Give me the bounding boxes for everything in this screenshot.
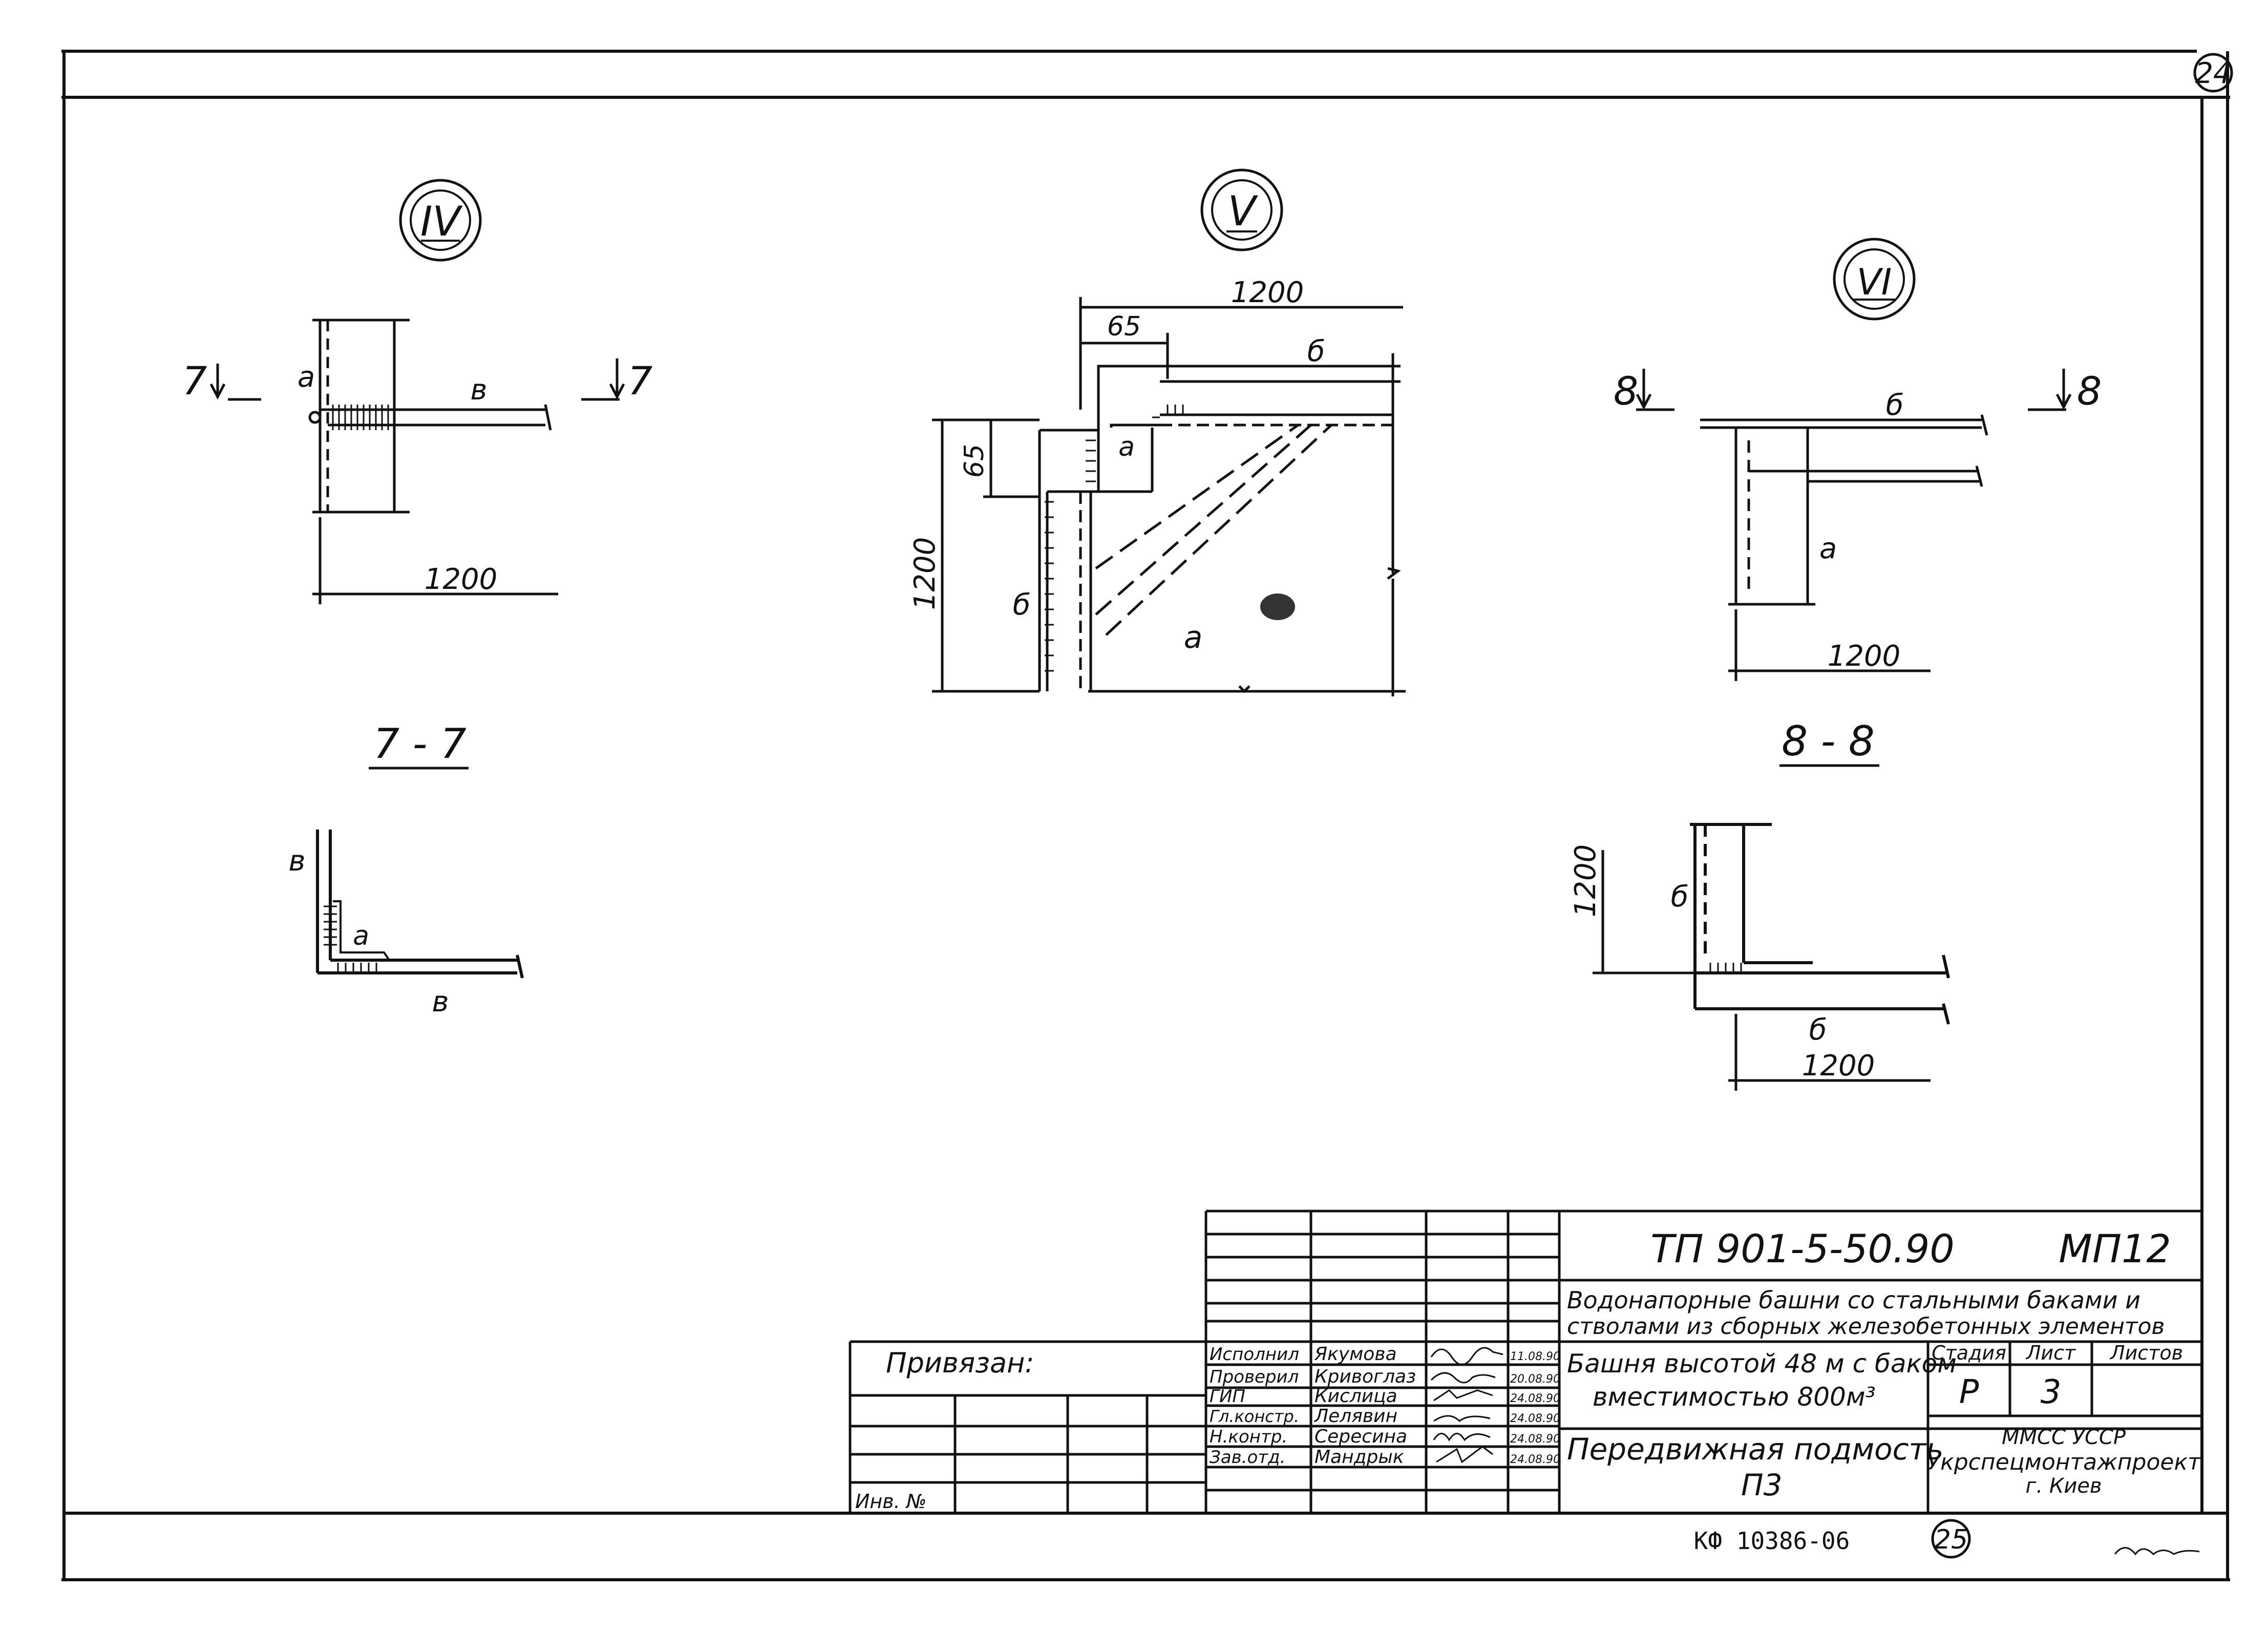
section-8-8-dim-bottom: 1200 bbox=[1802, 1049, 1875, 1083]
detail-v-dim-65-top: 65 bbox=[1107, 311, 1141, 342]
section-8-8-dim-side: 1200 bbox=[1569, 844, 1602, 918]
signature-name: Сересина bbox=[1315, 1426, 1407, 1447]
section-mark-7-right: 7 bbox=[581, 358, 652, 404]
doc-code: ТП 901-5-50.90 bbox=[1650, 1226, 1955, 1271]
detail-iv-label-a: а bbox=[298, 360, 315, 394]
signature-role: ГИП bbox=[1210, 1386, 1245, 1407]
inv-no-label: Инв. № bbox=[855, 1490, 926, 1513]
section-mark-8-right-label: 8 bbox=[2077, 368, 2102, 414]
signature-date: 24.08.90 bbox=[1510, 1412, 1560, 1425]
detail-v-dim-top: 1200 bbox=[1231, 276, 1304, 309]
section-8-8-label-b-side: б bbox=[1671, 880, 1689, 914]
detail-v-marker-label: V bbox=[1228, 187, 1259, 235]
signature-date: 24.08.90 bbox=[1510, 1453, 1560, 1466]
sheet-header: Лист bbox=[2025, 1342, 2076, 1364]
project-name-line2: стволами из сборных железобетонных элеме… bbox=[1567, 1313, 2165, 1340]
signature-row: Проверил Кривоглаз 20.08.90 bbox=[1210, 1366, 1560, 1387]
hatched-spot bbox=[1260, 593, 1295, 620]
signature-role: Проверил bbox=[1210, 1367, 1299, 1387]
drawing-title-line1: Передвижная подмость bbox=[1567, 1432, 1943, 1467]
bottom-page-badge: 25 bbox=[1931, 1519, 1971, 1559]
stage-value: Р bbox=[1959, 1373, 1979, 1411]
section-mark-7-left-label: 7 bbox=[182, 358, 207, 404]
section-mark-8-left: 8 bbox=[1614, 368, 1674, 414]
signature-name: Кислица bbox=[1315, 1386, 1397, 1407]
detail-vi-label-b: б bbox=[1886, 389, 1904, 422]
archive-code: КФ 10386-06 bbox=[1694, 1527, 1850, 1555]
signature-date: 24.08.90 bbox=[1510, 1392, 1560, 1405]
detail-vi-marker: VI bbox=[1833, 238, 1916, 321]
detail-vi-dimension: 1200 bbox=[1828, 640, 1901, 673]
detail-v: V bbox=[908, 168, 1406, 696]
detail-v-dim-65-side: 65 bbox=[959, 444, 990, 478]
org-line1: ММСС УССР bbox=[2002, 1426, 2126, 1449]
detail-vi: VI 8 8 б а bbox=[1614, 238, 2102, 681]
signature-row: ГИП Кислица 24.08.90 bbox=[1210, 1386, 1560, 1407]
signature-role: Гл.констр. bbox=[1210, 1407, 1299, 1426]
section-8-8-label-b-bottom: б bbox=[1809, 1013, 1827, 1047]
sheet-no-value: 3 bbox=[2041, 1373, 2062, 1411]
sheet-code: МП12 bbox=[2059, 1226, 2171, 1271]
sheets-header: Листов bbox=[2109, 1342, 2183, 1364]
page-number: 24 bbox=[2195, 57, 2231, 90]
drawing-title-line2: П3 bbox=[1741, 1468, 1783, 1502]
signature-date: 20.08.90 bbox=[1510, 1373, 1560, 1386]
title-block: ТП 901-5-50.90 МП12 Водонапорные башни с… bbox=[849, 1210, 2202, 1513]
detail-iv-label-v: в bbox=[470, 373, 487, 407]
section-8-8: 8 - 8 1200 б б 1200 bbox=[1569, 717, 1950, 1091]
signature-role: Н.контр. bbox=[1210, 1427, 1287, 1447]
object-line2: вместимостью 800м³ bbox=[1593, 1382, 1876, 1412]
handwritten-signatures bbox=[1430, 1347, 1503, 1464]
detail-vi-marker-label: VI bbox=[1857, 261, 1892, 303]
signature-name: Мандрык bbox=[1315, 1447, 1404, 1468]
signature-row: Н.контр. Сересина 24.08.90 bbox=[1210, 1426, 1560, 1447]
detail-v-label-a-small: а bbox=[1118, 432, 1135, 462]
signature-name: Лелявин bbox=[1313, 1406, 1397, 1427]
detail-iv-dimension: 1200 bbox=[425, 563, 498, 596]
signature-row: Гл.констр. Лелявин 24.08.90 bbox=[1210, 1406, 1560, 1427]
stage-header: Стадия bbox=[1932, 1342, 2006, 1364]
detail-iv: IV 7 bbox=[182, 179, 652, 604]
section-7-7-label-v-bottom: в bbox=[432, 985, 449, 1019]
signature-name: Якумова bbox=[1314, 1344, 1397, 1365]
detail-vi-label-a: а bbox=[1819, 532, 1837, 565]
section-mark-8-right: 8 bbox=[2028, 368, 2102, 414]
detail-iv-marker: IV bbox=[399, 179, 482, 262]
section-7-7: 7 - 7 в а в bbox=[288, 720, 524, 1019]
privyazan-label: Привязан: bbox=[886, 1347, 1034, 1379]
detail-v-label-b-top: б bbox=[1307, 335, 1325, 368]
org-line2: Укрспецмонтажпроект bbox=[1926, 1449, 2201, 1475]
detail-v-label-a-field: а bbox=[1184, 620, 1203, 655]
detail-v-label-b-side: б bbox=[1013, 588, 1031, 622]
signature-row: Зав.отд. Мандрык 24.08.90 bbox=[1210, 1447, 1560, 1468]
signature-role: Исполнил bbox=[1210, 1344, 1299, 1365]
signature-name: Кривоглаз bbox=[1315, 1366, 1416, 1387]
section-7-7-label-a: а bbox=[353, 921, 369, 951]
section-mark-7-left: 7 bbox=[182, 358, 261, 404]
bottom-page-number: 25 bbox=[1934, 1524, 1968, 1555]
project-name-line1: Водонапорные башни со стальными баками и bbox=[1567, 1286, 2140, 1314]
detail-v-dim-side: 1200 bbox=[908, 537, 942, 610]
signature-date: 11.08.90 bbox=[1510, 1350, 1560, 1363]
section-8-8-title: 8 - 8 bbox=[1782, 717, 1875, 765]
org-line3: г. Киев bbox=[2025, 1474, 2102, 1498]
detail-iv-marker-label: IV bbox=[420, 198, 463, 245]
section-mark-7-right-label: 7 bbox=[628, 358, 652, 404]
signature-date: 24.08.90 bbox=[1510, 1433, 1560, 1446]
detail-v-marker: V bbox=[1200, 168, 1283, 251]
archive-signature bbox=[2114, 1547, 2200, 1556]
signature-row: Исполнил Якумова 11.08.90 bbox=[1210, 1344, 1560, 1365]
object-line1: Башня высотой 48 м с баком bbox=[1567, 1349, 1957, 1378]
section-7-7-label-v-top: в bbox=[288, 844, 305, 878]
section-mark-8-left-label: 8 bbox=[1614, 368, 1638, 414]
section-7-7-title: 7 - 7 bbox=[373, 720, 467, 768]
signature-role: Зав.отд. bbox=[1210, 1447, 1285, 1468]
page-number-badge: 24 bbox=[2193, 53, 2233, 93]
